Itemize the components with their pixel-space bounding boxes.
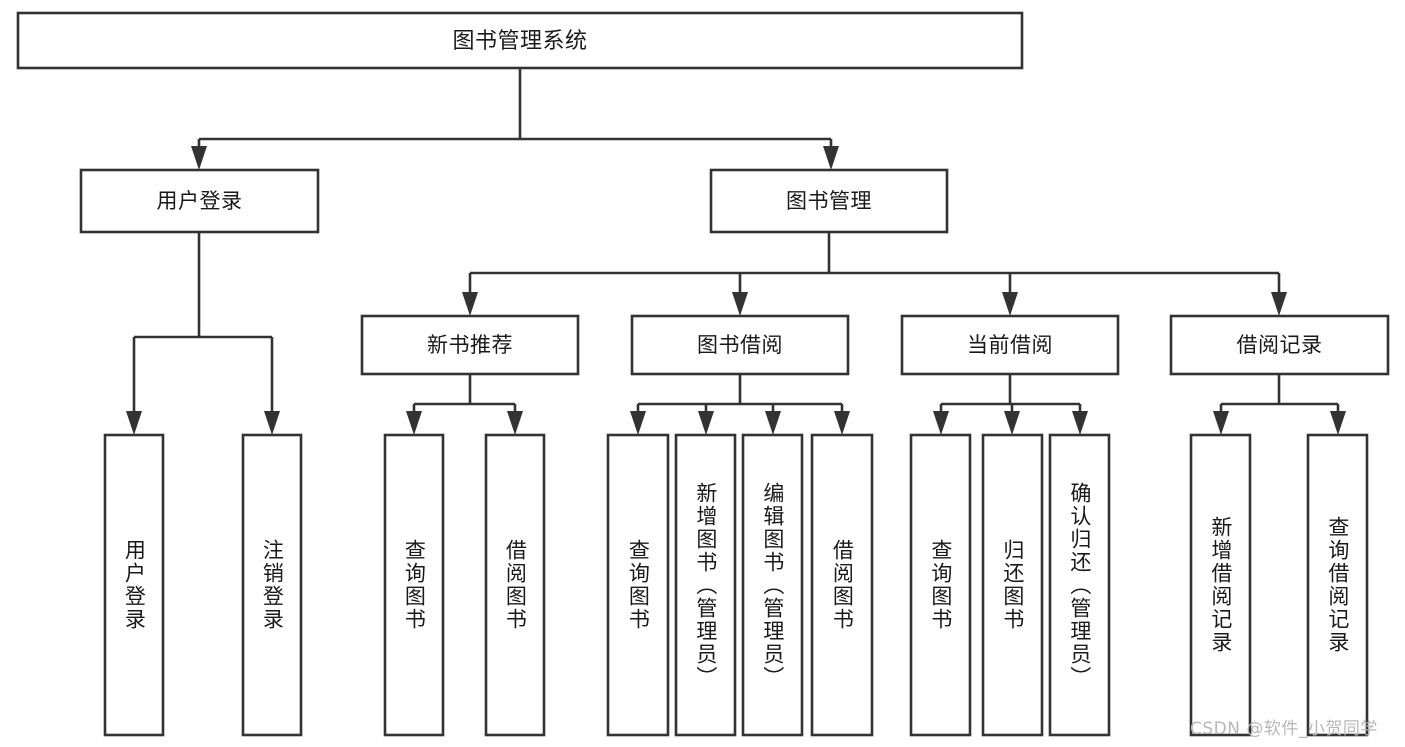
leaf-box-add-book-admin[interactable] xyxy=(674,433,737,737)
arrowhead-to-new-book-rec xyxy=(462,292,478,316)
connector-group-user-login xyxy=(126,232,280,435)
connector-group-root xyxy=(191,68,839,170)
arrowhead-userlogin-leaf-2 xyxy=(264,411,280,435)
leaf-box-edit-book-admin[interactable] xyxy=(741,433,804,737)
node-current-borrow-box[interactable] xyxy=(900,314,1120,376)
watermark-text: CSDN @软件_小贺同学 xyxy=(1190,719,1378,739)
node-current-borrow-label: 当前借阅 xyxy=(967,333,1053,357)
node-book-borrow-box[interactable] xyxy=(630,314,850,376)
arrowhead-newbook-leaf-1 xyxy=(406,411,422,435)
arrowhead-to-current-borrow xyxy=(1002,292,1018,316)
arrowhead-borrowrecords-leaf-2 xyxy=(1330,411,1346,435)
leaf-box-query-book-3[interactable] xyxy=(909,433,972,737)
arrowhead-newbook-leaf-2 xyxy=(507,411,523,435)
leaf-node-boxes xyxy=(103,433,1369,737)
node-book-management-box[interactable] xyxy=(709,168,949,234)
node-root[interactable]: 图书管理系统 xyxy=(16,11,1024,70)
node-borrow-records[interactable]: 借阅记录 xyxy=(1169,314,1390,376)
node-user-login-label: 用户登录 xyxy=(157,189,243,213)
arrowhead-userlogin-leaf-1 xyxy=(126,411,142,435)
node-book-borrow-label: 图书借阅 xyxy=(697,333,783,357)
leaf-box-query-book-1[interactable] xyxy=(383,433,445,737)
connector-group-book-mgmt xyxy=(462,232,1287,316)
node-book-borrow[interactable]: 图书借阅 xyxy=(630,314,850,376)
node-book-management[interactable]: 图书管理 xyxy=(709,168,949,234)
node-current-borrow[interactable]: 当前借阅 xyxy=(900,314,1120,376)
connector-group-new-book-rec xyxy=(406,374,523,435)
arrowhead-bookborrow-leaf-1 xyxy=(630,411,646,435)
arrowhead-currentborrow-leaf-3 xyxy=(1072,411,1088,435)
node-borrow-records-label: 借阅记录 xyxy=(1237,333,1323,357)
leaf-box-confirm-return[interactable] xyxy=(1048,433,1111,737)
leaf-box-logout[interactable] xyxy=(241,433,303,737)
node-root-box[interactable] xyxy=(16,11,1024,70)
arrowhead-currentborrow-leaf-1 xyxy=(933,411,949,435)
arrowhead-bookborrow-leaf-3 xyxy=(765,411,781,435)
leaf-box-borrow-book-1[interactable] xyxy=(484,433,546,737)
node-root-label: 图书管理系统 xyxy=(452,29,587,54)
node-new-book-recommend-label: 新书推荐 xyxy=(427,333,513,357)
leaf-box-query-record[interactable] xyxy=(1306,433,1369,737)
leaf-box-query-book-2[interactable] xyxy=(606,433,670,737)
arrowhead-root-to-book-mgmt xyxy=(823,146,839,170)
node-user-login-box[interactable] xyxy=(79,168,320,234)
node-new-book-recommend-box[interactable] xyxy=(360,314,580,376)
leaf-box-return-book[interactable] xyxy=(981,433,1044,737)
arrowhead-currentborrow-leaf-2 xyxy=(1004,411,1020,435)
arrowhead-bookborrow-leaf-4 xyxy=(834,411,850,435)
arrowhead-to-borrow-records xyxy=(1271,292,1287,316)
node-new-book-recommend[interactable]: 新书推荐 xyxy=(360,314,580,376)
leaf-box-user-login[interactable] xyxy=(103,433,165,737)
leaf-box-add-record[interactable] xyxy=(1189,433,1252,737)
node-user-login[interactable]: 用户登录 xyxy=(79,168,320,234)
connector-group-current-borrow xyxy=(933,374,1088,435)
leaf-box-borrow-book-2[interactable] xyxy=(810,433,874,737)
arrowhead-bookborrow-leaf-2 xyxy=(698,411,714,435)
arrowhead-to-book-borrow xyxy=(732,292,748,316)
arrowhead-borrowrecords-leaf-1 xyxy=(1213,411,1229,435)
node-borrow-records-box[interactable] xyxy=(1169,314,1390,376)
arrowhead-root-to-user-login xyxy=(191,146,207,170)
node-book-management-label: 图书管理 xyxy=(786,189,872,213)
connector-group-borrow-records xyxy=(1213,374,1346,435)
connector-group-book-borrow xyxy=(630,374,850,435)
